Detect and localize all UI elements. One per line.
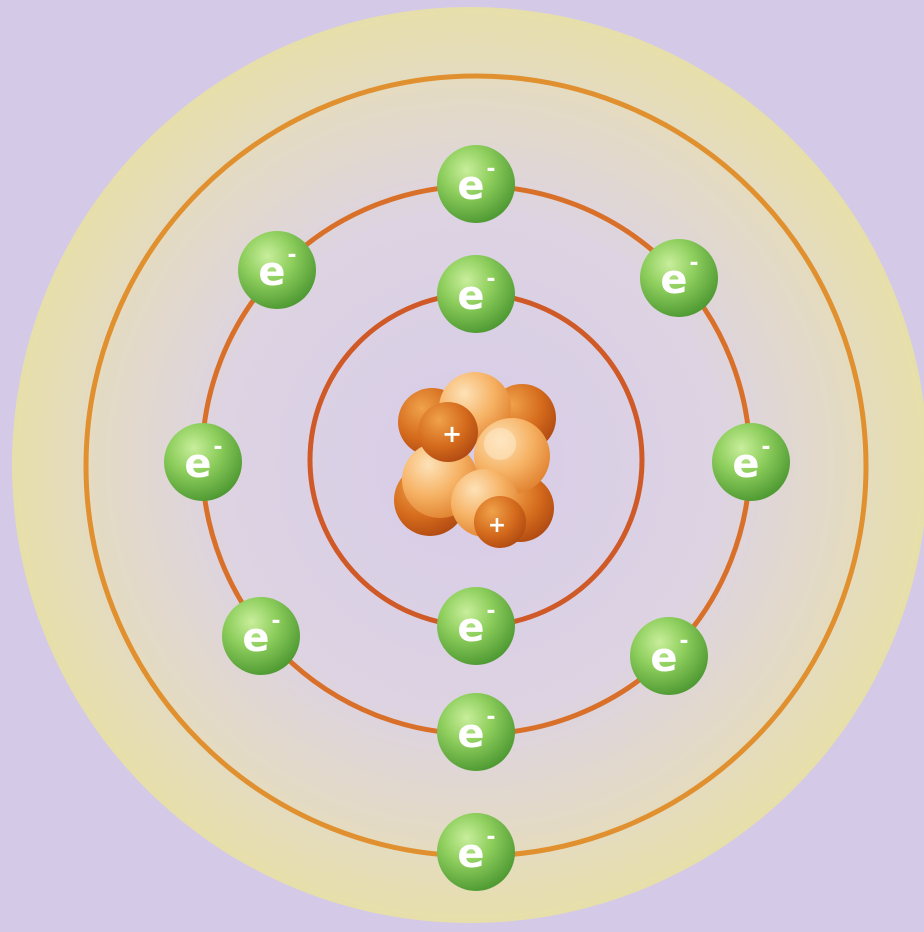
electron-middle-top: e - [437, 145, 515, 223]
electron-charge: - [486, 157, 495, 182]
electron-middle-bottom: e - [437, 693, 515, 771]
electron-label: e [660, 257, 687, 303]
electron-middle-top-right: e - [640, 239, 718, 317]
electron-outer-bottom: e - [437, 813, 515, 891]
nucleus: + + [394, 372, 556, 548]
proton-charge-sign: + [488, 513, 506, 538]
electron-label: e [457, 163, 484, 209]
electron-charge: - [486, 599, 495, 624]
electron-middle-bottom-left: e - [222, 597, 300, 675]
nucleus-highlight [484, 428, 516, 460]
electron-middle-bottom-right: e - [630, 617, 708, 695]
electron-charge: - [761, 435, 770, 460]
electron-charge: - [689, 251, 698, 276]
electron-charge: - [213, 435, 222, 460]
electron-label: e [457, 273, 484, 319]
electron-charge: - [287, 243, 296, 268]
electron-charge: - [486, 705, 495, 730]
electron-label: e [258, 249, 285, 295]
electron-charge: - [271, 609, 280, 634]
electron-inner-bottom: e - [437, 587, 515, 665]
electron-charge: - [486, 267, 495, 292]
proton-charge-sign: + [442, 420, 462, 448]
electron-label: e [732, 441, 759, 487]
electron-label: e [650, 635, 677, 681]
electron-label: e [457, 711, 484, 757]
electron-middle-left: e - [164, 423, 242, 501]
electron-label: e [184, 441, 211, 487]
electron-label: e [457, 605, 484, 651]
electron-middle-right: e - [712, 423, 790, 501]
electron-middle-top-left: e - [238, 231, 316, 309]
electron-label: e [242, 615, 269, 661]
electron-charge: - [486, 825, 495, 850]
electron-label: e [457, 831, 484, 877]
electron-charge: - [679, 629, 688, 654]
electron-inner-top: e - [437, 255, 515, 333]
